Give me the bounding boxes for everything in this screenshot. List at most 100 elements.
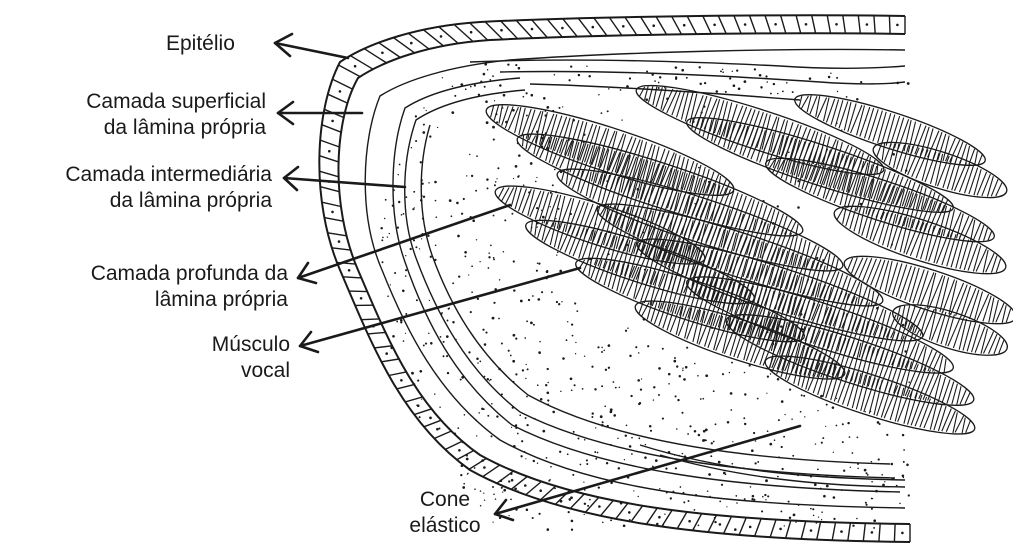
stipple-dot (415, 115, 417, 117)
stipple-dot (826, 485, 829, 488)
label-camada-superficial-line-1: Camada superficial (32, 89, 266, 115)
stipple-dot (536, 177, 537, 178)
epithelium-cell-wall (894, 524, 895, 542)
stipple-dot (586, 463, 588, 465)
stipple-dot (556, 254, 557, 255)
epithelium-cell-wall (616, 503, 628, 519)
stipple-dot (833, 496, 836, 499)
muscle-fiber-hatch (928, 402, 939, 430)
stipple-dot (501, 487, 503, 489)
stipple-dot (532, 295, 534, 297)
stipple-dot (465, 88, 467, 90)
stipple-dot (512, 360, 515, 363)
muscle-bundle (629, 287, 851, 393)
stipple-dot (533, 324, 535, 326)
stipple-dot (440, 336, 442, 338)
stipple-dot (483, 73, 486, 76)
epithelium-cell-nucleus (381, 52, 384, 55)
muscle-fiber-hatch (989, 333, 998, 354)
muscle-fiber-hatch (898, 119, 909, 150)
stipple-dot (781, 468, 783, 470)
stipple-dot (496, 415, 498, 417)
stipple-dot (435, 373, 436, 374)
stipple-dot (547, 399, 549, 401)
muscle-fiber-hatch (692, 95, 703, 125)
epithelium-cell-nucleus (458, 449, 461, 452)
stipple-dot (668, 451, 671, 454)
stipple-dot (411, 372, 414, 375)
muscle-fiber-hatch (891, 144, 901, 168)
epithelium-cell-nucleus (871, 531, 874, 534)
stipple-dot (559, 451, 561, 453)
stipple-dot (881, 474, 883, 476)
epithelium-cell-nucleus (688, 520, 691, 523)
stipple-dot (493, 302, 495, 304)
muscle-fiber-hatch (526, 189, 536, 215)
stipple-dot (719, 501, 721, 503)
muscle-fiber-hatch (959, 240, 969, 270)
stipple-dot (474, 84, 476, 86)
stipple-dot (531, 94, 534, 97)
muscle-fiber-hatch (969, 167, 978, 194)
muscle-fiber-hatch (892, 263, 903, 295)
stipple-dot (380, 227, 382, 229)
stipple-dot (584, 439, 586, 441)
stipple-dot (503, 251, 505, 253)
stipple-dot (586, 459, 588, 461)
stipple-dot (547, 368, 549, 370)
epithelium-cell-wall (328, 94, 348, 103)
epithelium-cell-wall (364, 49, 386, 63)
stipple-dot (463, 483, 465, 485)
stipple-dot (784, 525, 785, 526)
muscle-fiber-hatch (937, 377, 946, 403)
stipple-dot (555, 218, 556, 219)
epithelium-cell-wall (368, 332, 386, 334)
stipple-dot (674, 454, 676, 456)
stipple-dot (586, 65, 587, 66)
stipple-dot (765, 499, 766, 500)
stipple-dot (484, 86, 486, 88)
epithelium-cell-nucleus (719, 523, 722, 526)
stipple-dot (390, 284, 391, 285)
stipple-dot (520, 455, 522, 457)
epithelium-cell-wall (434, 431, 451, 438)
stipple-dot (602, 522, 604, 524)
stipple-dot (789, 517, 791, 519)
stipple-dot (828, 76, 831, 79)
stipple-dot (680, 486, 682, 488)
muscle-fiber-hatch (969, 290, 979, 319)
stipple-dot (384, 218, 385, 219)
stipple-dot (489, 380, 490, 381)
epithelium-cell-wall (393, 38, 414, 53)
stipple-dot (578, 74, 580, 76)
muscle-fiber-hatch (1006, 309, 1010, 323)
epithelium-cell-wall (781, 15, 786, 33)
stipple-dot (498, 318, 500, 320)
stipple-dot (760, 86, 762, 88)
stipple-dot (604, 405, 606, 407)
stipple-dot (526, 320, 528, 322)
stipple-dot (587, 505, 589, 507)
stipple-dot (653, 399, 654, 400)
epithelium-cell-wall (324, 218, 343, 222)
stipple-dot (633, 490, 634, 491)
muscle-fiber-hatch (907, 393, 918, 425)
stipple-dot (494, 184, 496, 186)
label-musculo-vocal-line-2: vocal (180, 358, 290, 384)
stipple-dot (469, 154, 470, 155)
muscle-fiber-hatch (743, 127, 754, 156)
intermediate-layer-line-2 (405, 90, 895, 478)
stipple-dot (891, 478, 894, 481)
stipple-dot (526, 509, 529, 512)
label-camada-intermediaria-line-2: da lâmina própria (8, 188, 272, 214)
stipple-dot (675, 78, 677, 80)
arrow-camada-superficial (278, 102, 362, 124)
stipple-dot (530, 322, 533, 325)
arrow-epitelio (275, 34, 348, 58)
muscle-fiber-hatch (915, 125, 926, 155)
epithelium-cell-nucleus (840, 530, 843, 533)
stipple-dot (524, 484, 527, 487)
muscle-fiber-hatch (983, 228, 987, 241)
muscle-fiber-hatch (940, 313, 951, 344)
stipple-dot (614, 415, 616, 417)
